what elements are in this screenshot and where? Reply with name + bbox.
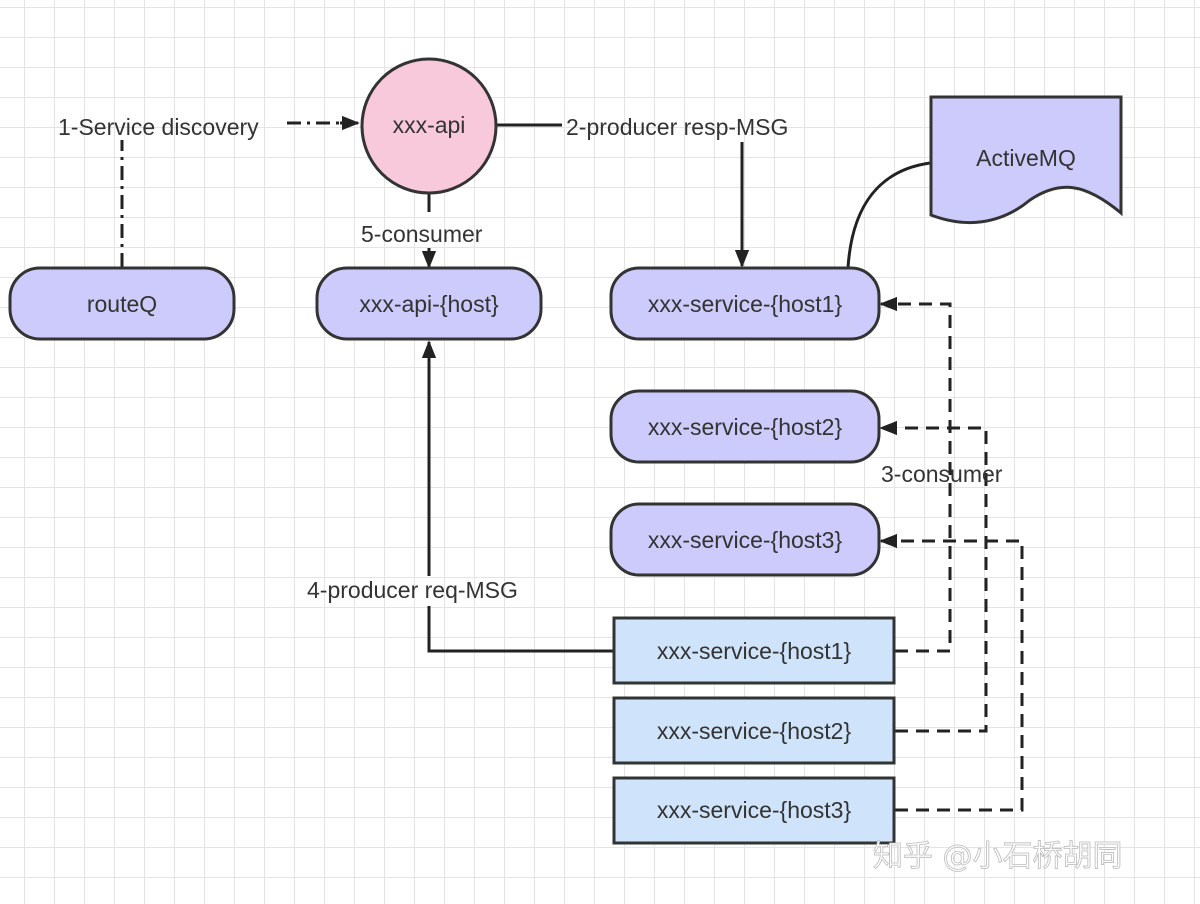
- label-service-discovery: 1-Service discovery: [58, 114, 259, 140]
- service-host1-label: xxx-service-{host1}: [657, 638, 852, 664]
- node-routeq: routeQ: [8, 266, 236, 341]
- edge-consumer-host1: [879, 296, 952, 653]
- label-consumer-5: 5-consumer: [361, 221, 483, 247]
- node-activemq: ActiveMQ: [929, 95, 1123, 225]
- queue-host2-label: xxx-service-{host2}: [648, 414, 843, 440]
- service-host3: xxx-service-{host3}: [612, 776, 896, 845]
- service-host2-label: xxx-service-{host2}: [657, 718, 852, 744]
- queue-host3: xxx-service-{host3}: [609, 502, 881, 577]
- edge-consumer-host2: [879, 420, 988, 733]
- label-producer-req: 4-producer req-MSG: [307, 577, 518, 603]
- node-routeq-label: routeQ: [87, 291, 157, 317]
- edge-activemq-link: [846, 161, 931, 269]
- service-host2: xxx-service-{host2}: [612, 696, 896, 765]
- queue-host1: xxx-service-{host1}: [609, 266, 881, 341]
- edge-consumer-host3: [879, 533, 1024, 812]
- service-host1: xxx-service-{host1}: [612, 616, 896, 685]
- node-xxx-api-label: xxx-api: [393, 112, 466, 138]
- node-xxx-api-host: xxx-api-{host}: [315, 266, 543, 341]
- node-activemq-label: ActiveMQ: [976, 145, 1076, 171]
- node-xxx-api: xxx-api: [360, 57, 498, 195]
- edge-service-discovery: [120, 121, 357, 267]
- queue-host3-label: xxx-service-{host3}: [648, 527, 843, 553]
- edge-producer-req: [429, 342, 613, 653]
- edge-producer-resp: [497, 123, 742, 266]
- watermark: 知乎 @小石桥胡同: [873, 839, 1123, 874]
- label-producer-resp: 2-producer resp-MSG: [566, 114, 788, 140]
- queue-host2: xxx-service-{host2}: [609, 389, 881, 464]
- service-host3-label: xxx-service-{host3}: [657, 797, 852, 823]
- node-xxx-api-host-label: xxx-api-{host}: [359, 291, 499, 317]
- queue-host1-label: xxx-service-{host1}: [648, 291, 843, 317]
- label-consumer-3: 3-consumer: [881, 461, 1003, 487]
